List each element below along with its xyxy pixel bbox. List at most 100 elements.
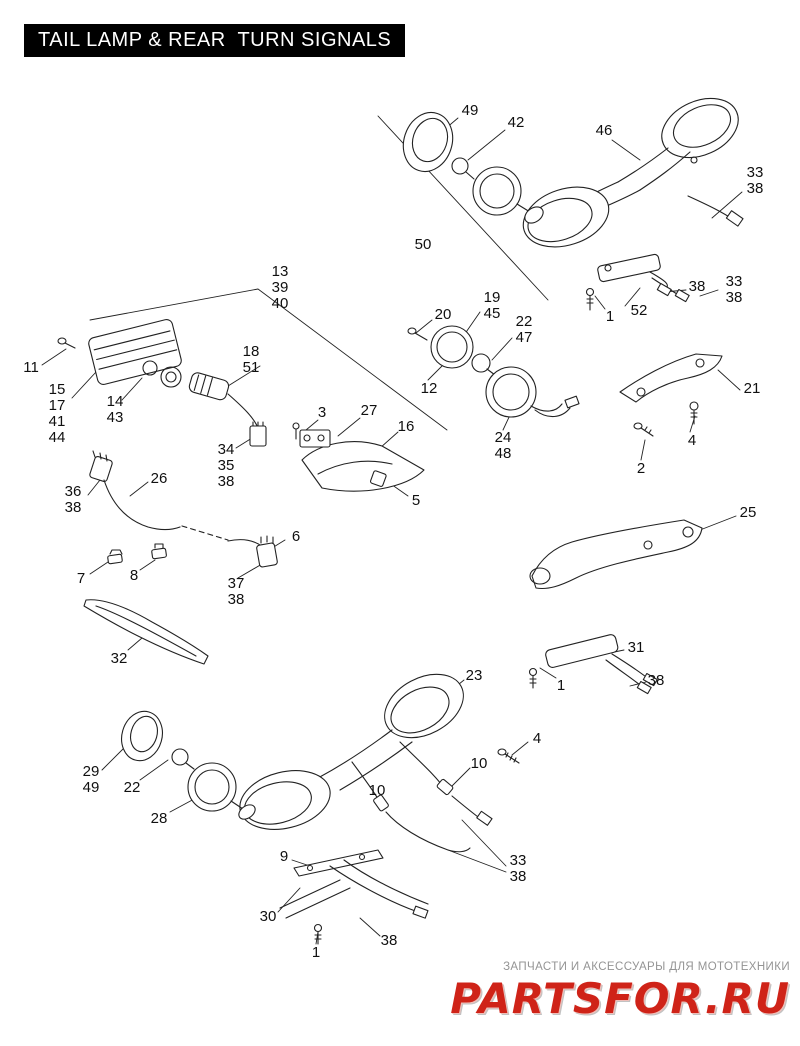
part-number-callout: 11: [23, 360, 39, 376]
part-number: 11: [23, 359, 39, 376]
lamp-mount-art: [528, 634, 658, 695]
part-number-callout: 8: [130, 568, 138, 584]
part-number: 36: [64, 483, 82, 500]
part-number: 21: [743, 380, 761, 397]
part-number-callout: 21: [744, 381, 761, 397]
part-number: 44: [48, 429, 66, 446]
part-number: 1: [605, 308, 615, 325]
part-number-callout: 20: [435, 307, 452, 323]
lens-bulb-housing-art: [402, 111, 544, 224]
part-number: 23: [465, 667, 483, 684]
part-number: 3: [317, 404, 327, 421]
part-number: 38: [746, 180, 764, 197]
page-title: TAIL LAMP & REAR TURN SIGNALS: [24, 24, 406, 57]
clip-art: [107, 543, 167, 565]
part-number: 2: [636, 460, 646, 477]
part-number-callout: 26: [151, 471, 168, 487]
part-number: 18: [242, 343, 260, 360]
tail-lamp-assembly-art: [57, 319, 267, 447]
part-number-callout: 46: [596, 123, 613, 139]
part-number: 32: [110, 650, 128, 667]
part-number-callout: 27: [361, 403, 378, 419]
part-number: 49: [82, 779, 100, 796]
part-number: 47: [515, 329, 533, 346]
mount-plate-art: [585, 253, 690, 311]
part-number: 39: [271, 279, 289, 296]
part-number: 38: [227, 591, 245, 608]
part-number: 15: [48, 381, 66, 398]
part-number: 45: [483, 305, 501, 322]
part-number-callout: 1: [312, 945, 320, 961]
watermark: ЗАПЧАСТИ И АКСЕССУАРЫ ДЛЯ МОТОТЕХНИКИ PA…: [450, 961, 790, 1020]
part-number: 12: [420, 380, 438, 397]
side-bracket-art: [619, 353, 723, 437]
part-number-callout: 38: [648, 673, 665, 689]
part-number-callout: 5: [412, 493, 420, 509]
part-number-callout: 32: [111, 651, 128, 667]
part-number: 16: [397, 418, 415, 435]
part-number-callout: 12: [421, 381, 438, 397]
part-number-callout: 22: [124, 780, 141, 796]
part-number: 51: [242, 359, 260, 376]
part-number-callout: 10: [369, 783, 386, 799]
part-number: 35: [217, 457, 235, 474]
part-number: 38: [509, 868, 527, 885]
watermark-tagline: ЗАПЧАСТИ И АКСЕССУАРЫ ДЛЯ МОТОТЕХНИКИ: [503, 961, 790, 973]
part-number-callout: 31: [628, 640, 645, 656]
part-number-callout: 16: [398, 419, 415, 435]
part-number-callout: 9: [280, 849, 288, 865]
part-number: 50: [414, 236, 432, 253]
part-number: 33: [509, 852, 527, 869]
part-number-callout: 4: [688, 433, 696, 449]
part-number-callout: 38: [689, 279, 706, 295]
part-number: 49: [461, 102, 479, 119]
part-number: 10: [368, 782, 386, 799]
round-signal-lamp-art: [121, 710, 256, 820]
part-number-callout: 10: [471, 756, 488, 772]
part-number-callout: 3: [318, 405, 326, 421]
part-number: 38: [725, 289, 743, 306]
part-number: 22: [123, 779, 141, 796]
part-number-callout: 4: [533, 731, 541, 747]
part-number: 29: [82, 763, 100, 780]
part-number: 24: [494, 429, 512, 446]
part-number-callout: 1: [557, 678, 565, 694]
part-number-callout: 7: [77, 571, 85, 587]
part-number: 38: [688, 278, 706, 295]
part-number-callout: 30: [260, 909, 277, 925]
round-lamp-art: [407, 325, 580, 418]
part-number: 48: [494, 445, 512, 462]
part-number: 34: [217, 441, 235, 458]
part-number: 17: [48, 397, 66, 414]
watermark-logo: PARTSFOR.RU: [450, 974, 790, 1023]
part-number: 14: [106, 393, 124, 410]
part-number: 13: [271, 263, 289, 280]
lower-turn-signal-assembly-art: [239, 673, 520, 853]
rear-turn-signal-assembly-art: [522, 97, 744, 248]
part-number: 25: [739, 504, 757, 521]
part-number: 8: [129, 567, 139, 584]
base-bracket-art: [292, 422, 425, 492]
part-number: 1: [311, 944, 321, 961]
part-number-callout: 42: [508, 115, 525, 131]
trim-strip-art: [83, 599, 209, 665]
part-number: 4: [532, 730, 542, 747]
wire-harness2-art: [227, 535, 278, 568]
part-number: 20: [434, 306, 452, 323]
part-number: 38: [64, 499, 82, 516]
part-number-callout: 1: [606, 309, 614, 325]
part-number: 46: [595, 122, 613, 139]
part-number: 30: [259, 908, 277, 925]
part-number-callout: 23: [466, 668, 483, 684]
